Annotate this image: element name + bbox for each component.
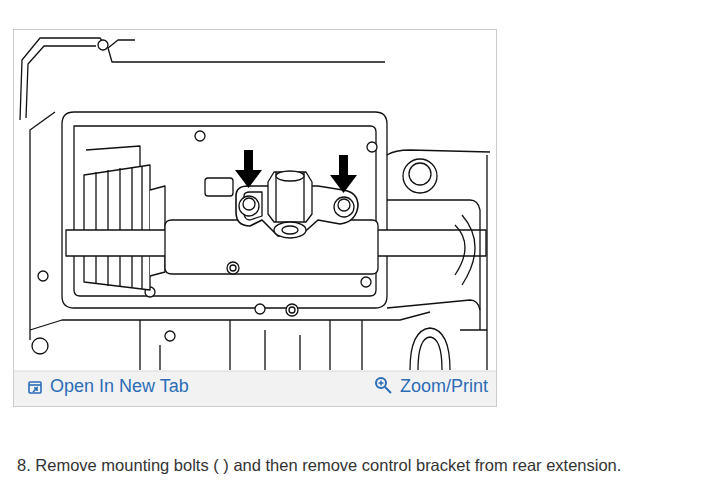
transmission-drawing <box>108 40 135 48</box>
zoom-icon <box>385 387 391 393</box>
transmission-drawing <box>96 166 142 289</box>
open-tab-icon <box>33 388 37 392</box>
transmission-drawing <box>230 265 236 271</box>
transmission-drawing <box>367 142 377 152</box>
zoom-icon <box>379 381 384 386</box>
transmission-drawing <box>455 225 465 275</box>
toolbar-bar <box>14 371 496 406</box>
toolbar-link: Open In New Tab <box>50 376 189 398</box>
transmission-drawing <box>84 165 150 290</box>
pointer-arrow <box>235 150 262 188</box>
transmission-drawing <box>62 112 387 308</box>
transmission-drawing <box>255 304 265 314</box>
transmission-drawing <box>30 112 55 340</box>
pointer-arrow <box>235 150 357 193</box>
transmission-drawing <box>243 198 255 210</box>
transmission-drawing <box>289 307 295 313</box>
transmission-drawing <box>20 38 490 370</box>
toolbar-divider <box>14 371 496 372</box>
transmission-drawing <box>286 304 298 316</box>
transmission-drawing <box>268 172 312 222</box>
transmission-drawing <box>418 337 442 370</box>
caption-text: 8. Remove mounting bolts ( ) and then re… <box>17 456 621 476</box>
transmission-drawing <box>26 46 96 118</box>
transmission-drawing <box>276 172 304 222</box>
transmission-drawing <box>410 328 450 370</box>
transmission-drawing <box>140 320 362 370</box>
open-tab-icon <box>29 384 41 386</box>
transmission-drawing <box>274 222 306 238</box>
transmission-drawing <box>409 163 431 185</box>
transmission-drawing <box>195 131 205 141</box>
transmission-drawing <box>98 40 108 50</box>
transmission-drawing <box>239 196 259 216</box>
open-tab-icon <box>29 382 41 393</box>
transmission-drawing <box>462 215 475 285</box>
pointer-arrow <box>330 155 357 193</box>
figure-frame <box>14 30 497 407</box>
toolbar-link: Zoom/Print <box>400 376 488 398</box>
transmission-drawing <box>276 171 304 181</box>
transmission-drawing <box>165 331 175 341</box>
transmission-drawing <box>460 155 487 370</box>
transmission-drawing <box>38 271 48 281</box>
transmission-drawing <box>86 146 140 166</box>
transmission-drawing <box>387 200 480 330</box>
zoom-icon <box>376 378 386 388</box>
transmission-drawing <box>338 199 350 211</box>
transmission-drawing <box>205 178 233 196</box>
transmission-drawing <box>227 262 239 274</box>
transmission-drawing <box>334 197 354 217</box>
zoom-icon <box>376 378 391 393</box>
transmission-drawing <box>20 38 385 120</box>
transmission-drawing <box>387 300 480 310</box>
transmission-drawing <box>32 338 48 354</box>
transmission-drawing <box>282 226 298 234</box>
open-tab-icon <box>29 382 41 393</box>
transmission-drawing <box>387 150 490 155</box>
transmission-drawing <box>403 159 437 193</box>
transmission-drawing <box>361 277 371 287</box>
